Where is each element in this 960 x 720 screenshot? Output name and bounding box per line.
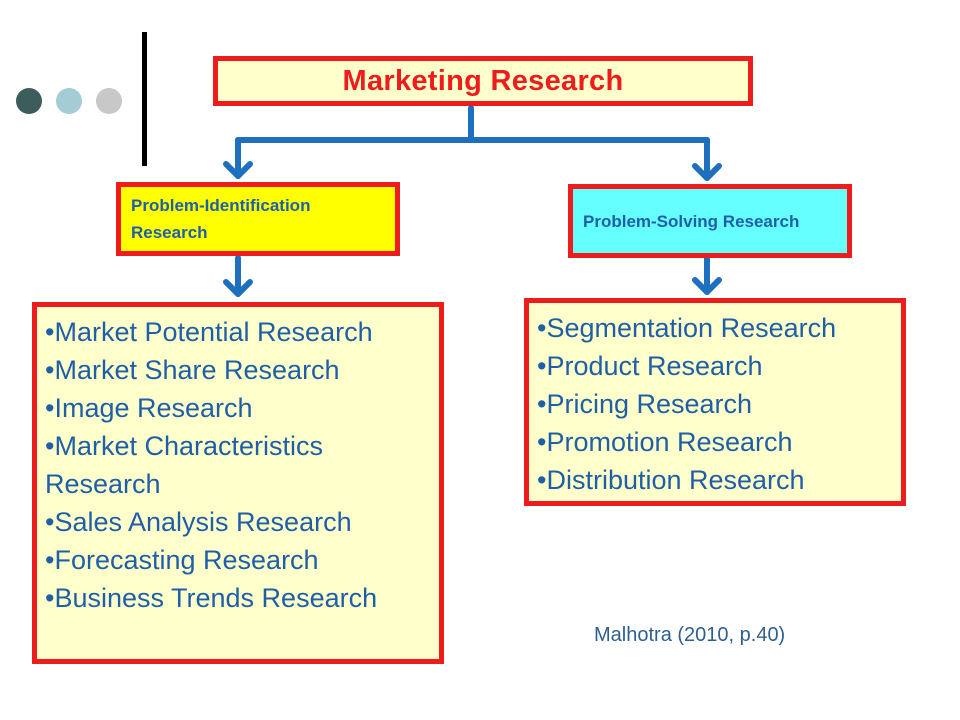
arrowhead-right-top	[692, 163, 722, 181]
list-item: •Distribution Research	[537, 465, 805, 495]
node-marketing-research: Marketing Research	[213, 56, 753, 106]
decor-dot-teal	[56, 88, 82, 114]
node-label-text: Problem-Solving Research	[583, 211, 800, 231]
list-item: •Forecasting Research	[45, 545, 319, 575]
list-item: •Market Potential Research	[45, 317, 373, 347]
list-item: •Sales Analysis Research	[45, 507, 352, 537]
list-item: •Market Share Research	[45, 355, 340, 385]
list-item: •Business Trends Research	[45, 583, 378, 613]
list-item: •Pricing Research	[537, 389, 753, 419]
arrowhead-left-top	[223, 161, 253, 179]
list-item: •Promotion Research	[537, 427, 793, 457]
list-problem-identification: •Market Potential Research •Market Share…	[32, 302, 444, 664]
decor-vertical-bar	[142, 32, 147, 166]
node-label-text: Problem-Identification Research	[131, 196, 311, 242]
list-item: •Image Research	[45, 393, 253, 423]
list-item: •Market Characteristics Research	[45, 431, 324, 499]
node-problem-identification: Problem-Identification Research	[116, 182, 400, 256]
node-problem-solving: Problem-Solving Research	[568, 184, 852, 258]
node-title-text: Marketing Research	[342, 64, 624, 97]
decor-dot-gray	[96, 88, 122, 114]
list-item: •Product Research	[537, 351, 763, 381]
citation: Malhotra (2010, p.40)	[594, 624, 786, 646]
list-item: •Segmentation Research	[537, 313, 837, 343]
arrowhead-left-bottom	[223, 279, 253, 297]
arrowhead-right-bottom	[692, 277, 722, 295]
list-problem-solving: •Segmentation Research •Product Research…	[524, 298, 906, 506]
decor-dot-dark	[16, 88, 42, 114]
